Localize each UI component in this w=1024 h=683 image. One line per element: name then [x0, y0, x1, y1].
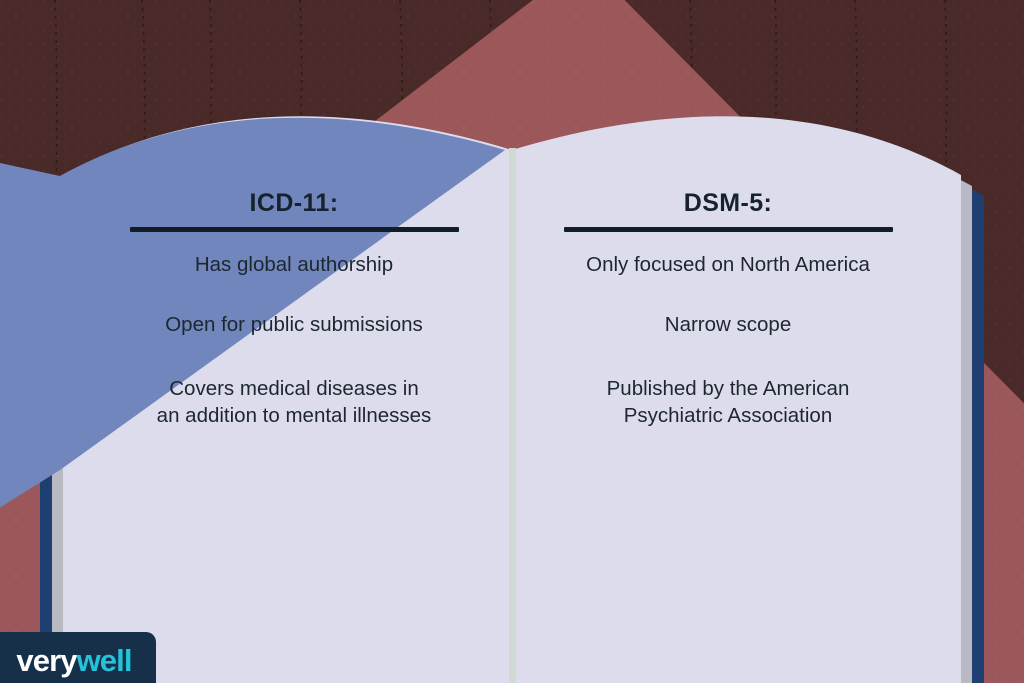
list-item: Covers medical diseases in an addition t… [156, 377, 432, 427]
list-item: Narrow scope [664, 313, 792, 336]
list-item: Has global authorship [194, 253, 394, 276]
blue-wedge-page [60, 117, 505, 470]
verywell-logo: verywell [0, 632, 156, 683]
right-page-bullet-list: Only focused on North America Narrow sco… [538, 251, 918, 429]
list-item: Open for public submissions [165, 313, 423, 336]
right-page-column: DSM-5: Only focused on North America Nar… [538, 186, 918, 429]
list-item: Only focused on North America [586, 253, 870, 276]
book-spine [509, 148, 516, 683]
left-page-column: ICD-11: Has global authorship Open for p… [104, 186, 484, 429]
logo-wordmark: verywell [16, 643, 133, 678]
logo-text-very: very [16, 643, 77, 678]
right-page-divider [563, 227, 893, 232]
logo-text-well: well [76, 643, 133, 678]
left-page-title: ICD-11: [249, 189, 339, 217]
list-item: Published by the American Psychiatric As… [606, 377, 850, 427]
left-page-bullet-list: Has global authorship Open for public su… [104, 251, 484, 429]
page-paper-right [512, 116, 961, 683]
right-page-title: DSM-5: [683, 189, 773, 217]
left-page-divider [129, 227, 459, 232]
blue-wedge-left [0, 163, 60, 508]
